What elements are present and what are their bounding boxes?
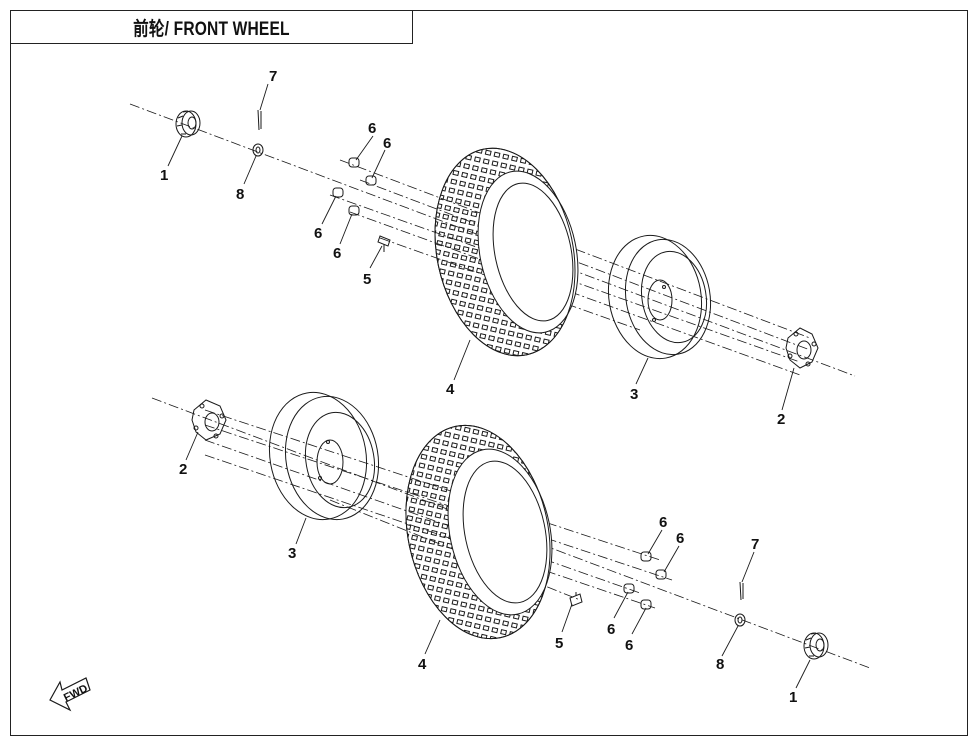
callout-top-lug-nut-c: 6	[314, 225, 322, 242]
callout-bottom-lug-nut-c: 6	[607, 621, 615, 638]
bottom-hub-nut	[803, 632, 829, 660]
top-tire	[434, 147, 579, 357]
top-lug-nuts	[332, 157, 377, 216]
callout-top-lug-nut-b: 6	[383, 135, 391, 152]
callout-top-rim: 3	[630, 386, 638, 403]
top-castle-nut	[252, 143, 264, 157]
callout-bottom-valve: 5	[555, 635, 563, 652]
callout-bottom-lug-nut-a: 6	[659, 514, 667, 531]
callout-top-tire: 4	[446, 381, 455, 398]
callout-bottom-castle-nut: 8	[716, 656, 724, 673]
callout-bottom-lug-nut-d: 6	[625, 637, 633, 654]
callout-bottom-hub-nut: 1	[789, 689, 797, 706]
leader-lines	[167, 83, 811, 689]
page-title: 前轮/ FRONT WHEEL	[133, 18, 290, 40]
drawing-frame	[10, 10, 968, 736]
top-rim	[607, 234, 712, 360]
callout-top-castle-nut: 8	[236, 186, 244, 203]
bottom-hub	[191, 399, 227, 441]
top-hub-nut	[175, 110, 201, 138]
top-hub	[785, 327, 819, 369]
bottom-lug-nuts	[623, 551, 667, 610]
callout-top-valve: 5	[363, 271, 371, 288]
callout-top-lug-nut-d: 6	[333, 245, 341, 262]
callout-top-cotter-pin: 7	[269, 68, 277, 85]
title-block: 前轮/ FRONT WHEEL	[10, 10, 413, 44]
bottom-cotter-pin	[739, 581, 744, 601]
callout-bottom-lug-nut-b: 6	[676, 530, 684, 547]
bottom-castle-nut	[734, 613, 746, 627]
fwd-label: FWD	[62, 682, 90, 704]
fwd-arrow-icon	[49, 677, 91, 712]
top-cotter-pin	[257, 109, 262, 131]
callout-bottom-rim: 3	[288, 545, 296, 562]
callout-bottom-hub: 2	[179, 461, 187, 478]
bottom-tire	[405, 424, 553, 640]
callout-bottom-tire: 4	[418, 656, 427, 673]
top-valve	[377, 235, 391, 252]
callout-top-hub-nut: 1	[160, 167, 168, 184]
callout-top-lug-nut-a: 6	[368, 120, 376, 137]
callout-bottom-cotter-pin: 7	[751, 536, 759, 553]
callout-top-hub: 2	[777, 411, 785, 428]
bottom-valve	[569, 592, 583, 607]
bottom-rim	[268, 391, 380, 521]
